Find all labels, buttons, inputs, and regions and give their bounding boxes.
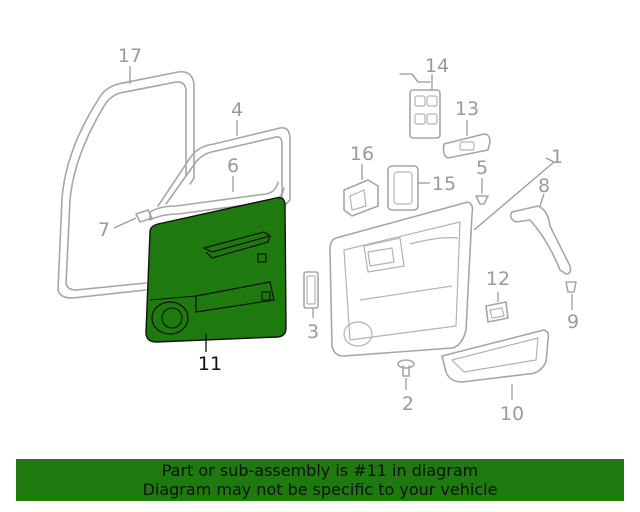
door-panel-shape: [145, 196, 287, 343]
callout-12: 12: [486, 268, 510, 290]
part-4-frame-seal: [157, 126, 291, 207]
part-13-bezel: [442, 133, 491, 159]
part-8-pull-handle: [509, 205, 572, 275]
callout-17: 17: [118, 45, 142, 67]
part-1-door-inner: [329, 201, 474, 357]
part-11-door-panel: [145, 196, 287, 343]
part-3-trim-piece: [303, 271, 319, 309]
part-7-clip: [135, 209, 153, 223]
part-17-weatherstrip: [57, 70, 195, 299]
callout-labels: 17 4 6 7 11 3 2 14 13 16 15 5 1 8 9 12 1…: [98, 45, 579, 425]
callout-6: 6: [227, 155, 239, 177]
callout-8: 8: [538, 175, 550, 197]
leader-8: [539, 193, 545, 207]
part-12-latch: [485, 301, 509, 323]
callout-7: 7: [98, 219, 110, 241]
callout-5: 5: [476, 157, 488, 179]
callout-14: 14: [425, 55, 449, 77]
callout-11: 11: [198, 353, 222, 375]
callout-1: 1: [551, 146, 563, 168]
banner-line-1: Part or sub-assembly is #11 in diagram: [161, 461, 479, 480]
part-16-actuator: [343, 179, 379, 217]
callout-10: 10: [500, 403, 524, 425]
callout-9: 9: [567, 311, 579, 333]
part-10-map-pocket: [441, 329, 550, 383]
callout-16: 16: [350, 143, 374, 165]
callout-13: 13: [455, 98, 479, 120]
banner-line-2: Diagram may not be specific to your vehi…: [142, 480, 498, 499]
part-9-clip: [565, 281, 577, 293]
leader-lines: [113, 66, 573, 400]
leader-7: [113, 217, 137, 229]
part-14-switch: [399, 73, 441, 139]
callout-15: 15: [432, 173, 456, 195]
part-2-push-pin: [397, 359, 415, 377]
part-5-clip: [475, 195, 489, 205]
callout-4: 4: [231, 99, 243, 121]
part-15-handle-housing: [387, 165, 419, 211]
callout-2: 2: [402, 393, 414, 415]
callout-3: 3: [307, 321, 319, 343]
leader-1: [473, 157, 556, 231]
info-banner: Part or sub-assembly is #11 in diagram D…: [16, 459, 624, 501]
